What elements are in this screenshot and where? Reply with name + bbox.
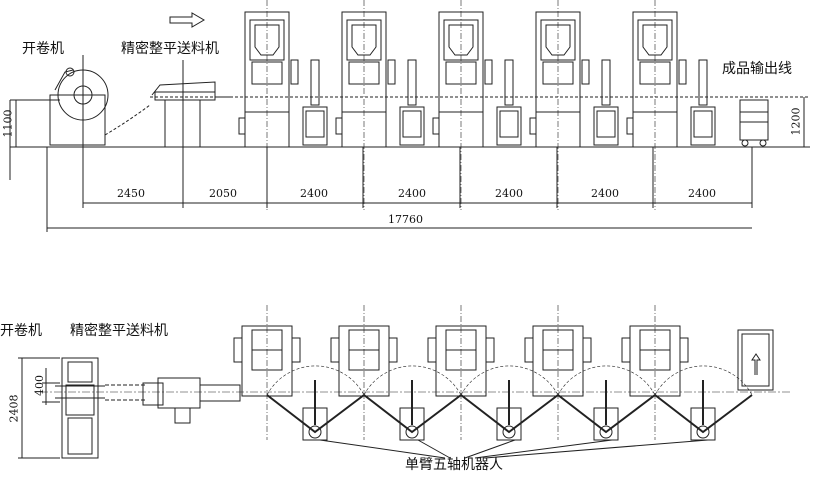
press-side <box>335 0 396 210</box>
output-line-label: 成品输出线 <box>722 61 792 77</box>
span-label: 2400 <box>591 187 619 200</box>
robot-top <box>460 365 559 441</box>
robot-side <box>399 59 425 146</box>
leveler-feeder-label-top: 精密整平送料机 <box>70 323 168 339</box>
uncoiler-label-top: 开卷机 <box>0 323 42 339</box>
press-top <box>621 305 689 440</box>
press-top <box>427 305 495 440</box>
uncoiler-top <box>55 357 105 459</box>
press-side <box>529 0 590 210</box>
flow-arrow <box>169 12 205 28</box>
robot-side <box>302 59 328 146</box>
robot-label: 单臂五轴机器人 <box>405 457 503 473</box>
output-conveyor-top <box>737 329 774 391</box>
robot-leader-lines <box>319 439 709 459</box>
span-label: 2400 <box>398 187 426 200</box>
dim-400-label: 400 <box>33 375 46 396</box>
span-label: 2400 <box>688 187 716 200</box>
output-cart-side <box>739 99 769 147</box>
dim-1100-label: 1100 <box>1 109 15 138</box>
press-side <box>238 0 299 210</box>
uncoiler-label-side: 开卷机 <box>22 41 64 57</box>
press-top <box>233 305 301 440</box>
span-label: 2400 <box>300 187 328 200</box>
dim-1100 <box>10 99 60 147</box>
dim-1200-label: 1200 <box>789 107 803 136</box>
span-label: 2450 <box>117 187 145 200</box>
total-length-label: 17760 <box>388 213 423 226</box>
side-view <box>9 0 810 232</box>
robot-side <box>690 59 716 146</box>
robot-side <box>496 59 522 146</box>
leveler-side <box>151 60 230 148</box>
press-side <box>432 0 493 210</box>
leveler-top <box>105 377 241 424</box>
robot-top <box>654 365 753 441</box>
robot-top <box>363 365 462 441</box>
robot-top <box>557 365 656 441</box>
robot-top <box>266 365 365 441</box>
dimension-chain <box>46 147 753 232</box>
dim-2408 <box>18 357 60 459</box>
span-label: 2400 <box>495 187 523 200</box>
span-label: 2050 <box>209 187 237 200</box>
presses-top <box>233 305 753 441</box>
dim-400 <box>42 368 60 405</box>
top-view <box>18 305 790 459</box>
press-top <box>330 305 398 440</box>
press-side <box>626 0 687 210</box>
uncoiler-side <box>49 55 151 147</box>
robot-side <box>593 59 619 146</box>
presses-side <box>238 0 716 210</box>
leveler-feeder-label-side: 精密整平送料机 <box>121 41 219 57</box>
press-top <box>524 305 592 440</box>
dim-2408-label: 2408 <box>7 394 21 423</box>
